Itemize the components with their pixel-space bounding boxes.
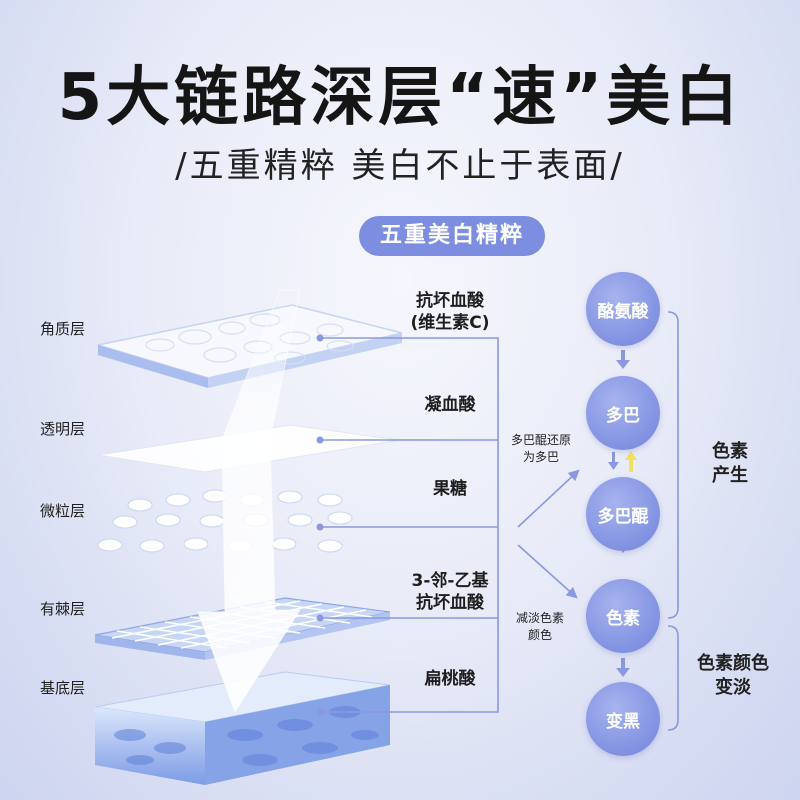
right-brackets [667, 311, 679, 731]
essence-pill: 五重美白精粹 [359, 216, 545, 256]
ingredient-line: 抗坏血酸 [416, 593, 484, 613]
note-line: 颜色 [527, 628, 552, 642]
layer-connector-dots [316, 334, 324, 716]
note-fade-pigment: 减淡色素 颜色 [507, 610, 573, 644]
page-subtitle: /五重精粹 美白不止于表面/ [175, 146, 625, 186]
layer-label-spinosum: 有棘层 [40, 600, 86, 618]
pathway-dopaquinone: 多巴醌 [586, 477, 660, 551]
pathway-darken: 变黑 [586, 682, 660, 756]
side-label-pigment-produce: 色素 产生 [700, 440, 760, 488]
pathway-dopa: 多巴 [586, 376, 660, 450]
pathway-tyrosine: 酪氨酸 [586, 272, 660, 346]
ingredient-ascorbic-acid: 抗坏血酸 (维生素C) [400, 290, 500, 334]
pathway-pigment: 色素 [586, 579, 660, 653]
ingredient-tranexamic-acid: 凝血酸 [424, 395, 476, 415]
ingredient-line: 抗坏血酸 [416, 291, 484, 311]
side-label-line: 产生 [712, 465, 748, 486]
connector-lines [320, 337, 580, 713]
ingredient-fructose: 果糖 [433, 479, 467, 499]
layer-label-lucidum: 透明层 [40, 420, 86, 438]
ingredient-mandelic-acid: 扁桃酸 [424, 669, 476, 689]
ingredient-ethyl-ascorbic-acid: 3-邻-乙基 抗坏血酸 [398, 570, 502, 614]
side-label-line: 变淡 [715, 677, 751, 698]
side-label-line: 色素 [712, 441, 748, 462]
ingredient-line: (维生素C) [410, 313, 490, 333]
page-title: 5大链路深层“速”美白 [57, 61, 743, 135]
layer-label-granulosum: 微粒层 [40, 502, 86, 520]
dopa-exchange-arrows [608, 451, 637, 472]
layer-label-basale: 基底层 [40, 679, 86, 697]
note-line: 减淡色素 [515, 611, 564, 625]
side-label-pigment-fade: 色素颜色 变淡 [686, 652, 780, 700]
ingredient-line: 3-邻-乙基 [411, 571, 489, 591]
layer-label-corneum: 角质层 [40, 320, 86, 338]
penetration-arrow-shape [197, 289, 301, 714]
note-line: 多巴醌还原 [510, 433, 571, 447]
note-line: 为多巴 [522, 450, 559, 464]
side-label-line: 色素颜色 [697, 653, 769, 674]
note-reduce-dopaquinone: 多巴醌还原 为多巴 [503, 432, 579, 466]
